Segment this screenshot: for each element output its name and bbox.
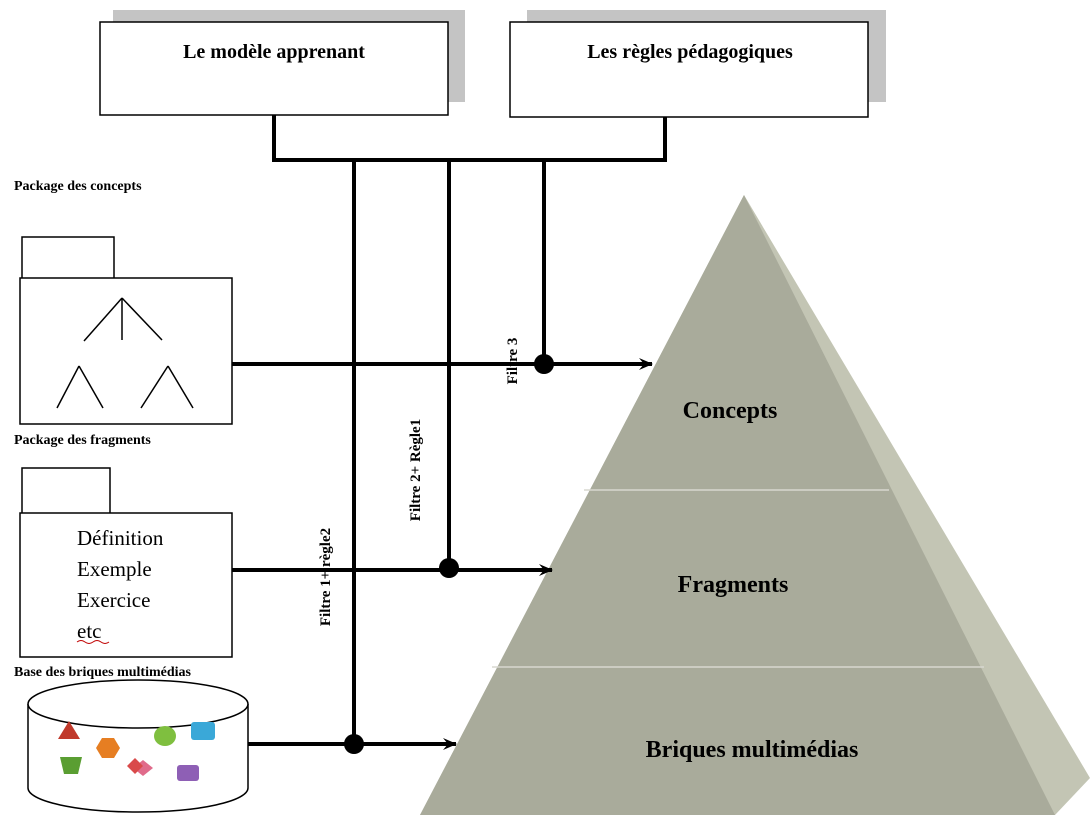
pyramid-concepts-label: Concepts	[683, 398, 778, 424]
bricks-base-label: Base des briques multimédias	[14, 665, 192, 680]
spellcheck-underline	[76, 640, 110, 644]
filter3-junction	[534, 354, 554, 374]
pedagogical-rules-box	[509, 21, 869, 118]
fragment-item-exemple: Exemple	[77, 557, 152, 581]
learner-model-label: Le modèle apprenant	[183, 41, 365, 63]
database-cylinder-icon	[27, 679, 249, 813]
triangle-icon	[58, 721, 80, 739]
pedagogical-rules-label: Les règles pédagogiques	[587, 41, 793, 63]
filter1-label: Filtre 1+ règle2	[318, 528, 334, 626]
circle-icon	[154, 726, 176, 746]
small-diamond-icon	[127, 758, 143, 774]
fragment-item-definition: Définition	[77, 526, 164, 550]
trapezoid-icon	[60, 757, 82, 774]
purple-square-icon	[177, 765, 199, 781]
concepts-package-label: Package des concepts	[14, 179, 142, 194]
multimedia-bricks-icons	[58, 721, 215, 781]
pyramid-fragments-label: Fragments	[678, 572, 789, 598]
fragment-item-etc: etc	[77, 619, 101, 643]
filter2-junction	[439, 558, 459, 578]
fragments-package-box	[19, 512, 233, 658]
concept-tree-icon	[56, 297, 194, 409]
concepts-package-box	[19, 277, 233, 425]
learner-model-box	[99, 21, 449, 116]
fragment-item-exercice: Exercice	[77, 588, 150, 612]
filter3-label: Filtre 3	[505, 338, 521, 385]
rounded-square-icon	[191, 722, 215, 740]
pyramid-bricks-label: Briques multimédias	[646, 737, 859, 763]
pyramid-front	[420, 195, 1055, 815]
filter1-junction	[344, 734, 364, 754]
hexagon-icon	[96, 738, 120, 758]
fragments-package-tab	[21, 467, 111, 515]
concepts-package-tab	[21, 236, 115, 280]
fragments-package-label: Package des fragments	[14, 433, 151, 448]
filter2-label: Filtre 2+ Règle1	[408, 419, 424, 521]
connector-bus	[272, 115, 667, 745]
